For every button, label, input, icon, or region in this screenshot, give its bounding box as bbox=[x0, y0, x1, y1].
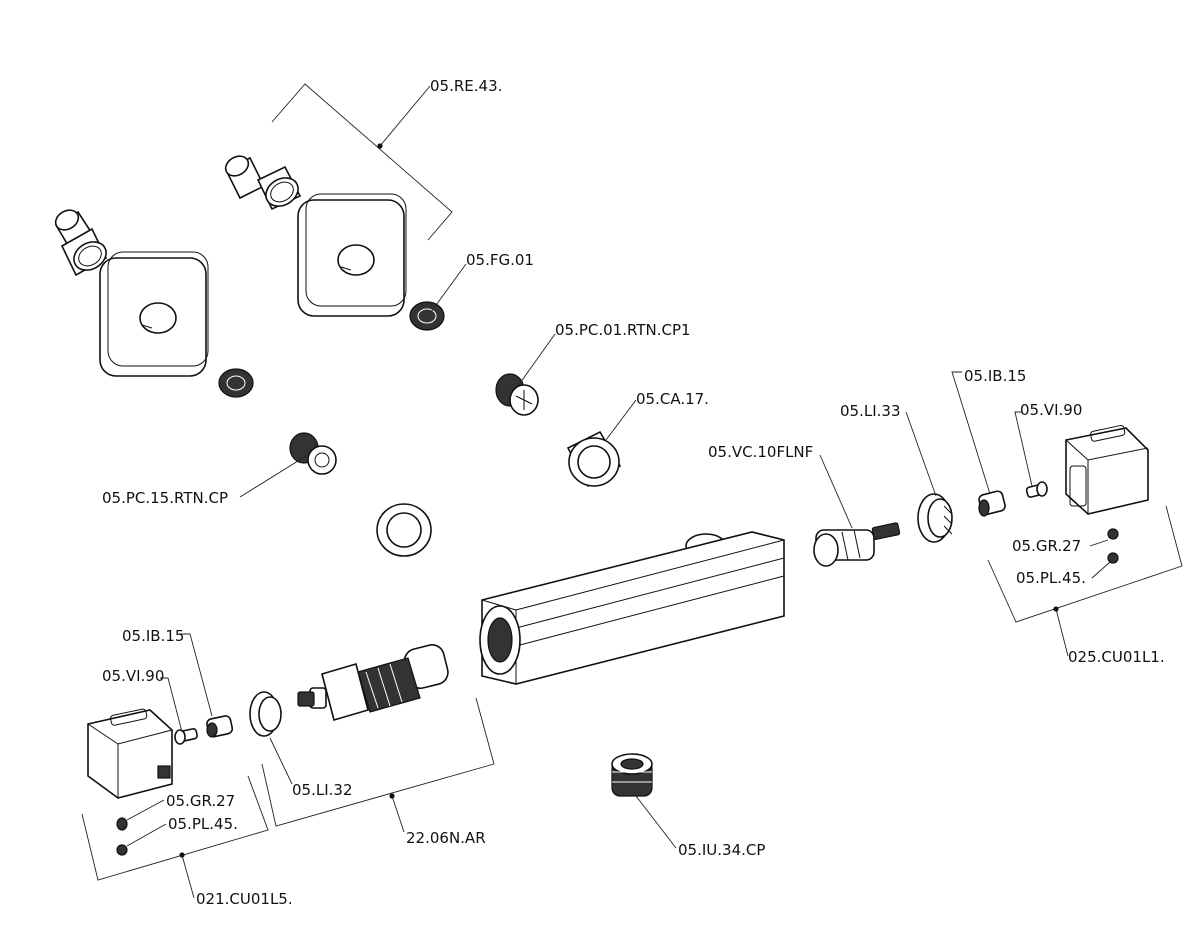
label-iu34: 05.IU.34.CP bbox=[678, 841, 765, 859]
thermostatic-cartridge bbox=[297, 644, 495, 765]
label-pc15: 05.PC.15.RTN.CP bbox=[102, 489, 228, 507]
label-pc01: 05.PC.01.RTN.CP1 bbox=[555, 321, 691, 339]
label-cu025: 025.CU01L1. bbox=[1068, 648, 1165, 666]
check-valve-pc01 bbox=[495, 333, 556, 416]
label-gr27-left: 05.GR.27 bbox=[166, 792, 235, 810]
label-fg01: 05.FG.01 bbox=[466, 251, 534, 269]
bracket-n2206 bbox=[261, 763, 495, 833]
volume-control-vc10 bbox=[813, 454, 901, 567]
label-gr27-right: 05.GR.27 bbox=[1012, 537, 1081, 555]
label-ca17: 05.CA.17. bbox=[636, 390, 709, 408]
eccentric-connector-right bbox=[224, 155, 302, 211]
label-cu021: 021.CU01L5. bbox=[196, 890, 293, 908]
grub-screw-gr27-left bbox=[116, 799, 165, 831]
eccentric-connector-left bbox=[54, 209, 108, 277]
label-re43: 05.RE.43. bbox=[430, 77, 502, 95]
screw-vi90-right bbox=[1014, 411, 1048, 498]
label-vi90-right: 05.VI.90 bbox=[1020, 401, 1082, 419]
nut-ca17-left bbox=[376, 503, 432, 557]
insert-ib15-right bbox=[951, 371, 1006, 517]
label-ib15-right: 05.IB.15 bbox=[964, 367, 1026, 385]
check-valve-pc15 bbox=[239, 432, 337, 498]
plug-pl45-right bbox=[1089, 539, 1119, 579]
bracket-re43 bbox=[271, 83, 453, 241]
lock-ring-li32 bbox=[249, 691, 293, 785]
plug-pl45-left bbox=[116, 823, 167, 856]
handle-left bbox=[87, 708, 173, 799]
insert-ib15-left bbox=[180, 633, 234, 738]
nut-ca17-right bbox=[566, 399, 637, 488]
label-vc10: 05.VC.10FLNF bbox=[708, 443, 813, 461]
lock-ring-li33 bbox=[905, 411, 953, 543]
label-pl45-left: 05.PL.45. bbox=[168, 815, 238, 833]
label-ib15-left: 05.IB.15 bbox=[122, 627, 184, 645]
insert-iu34 bbox=[611, 753, 677, 849]
grub-screw-gr27-right bbox=[1107, 528, 1119, 540]
label-vi90-left: 05.VI.90 bbox=[102, 667, 164, 685]
label-li32: 05.LI.32 bbox=[292, 781, 353, 799]
bracket-cu021 bbox=[81, 775, 269, 899]
bracket-cu025 bbox=[987, 505, 1183, 657]
screw-vi90-left bbox=[160, 677, 198, 745]
label-n2206: 22.06N.AR bbox=[406, 829, 486, 847]
label-li33: 05.LI.33 bbox=[840, 402, 901, 420]
mixer-body bbox=[479, 531, 785, 685]
handle-right bbox=[1065, 424, 1149, 515]
label-pl45-right: 05.PL.45. bbox=[1016, 569, 1086, 587]
escutcheon-plate-right bbox=[297, 193, 407, 317]
filter-fg01 bbox=[218, 263, 467, 398]
escutcheon-plate-left bbox=[99, 251, 209, 377]
